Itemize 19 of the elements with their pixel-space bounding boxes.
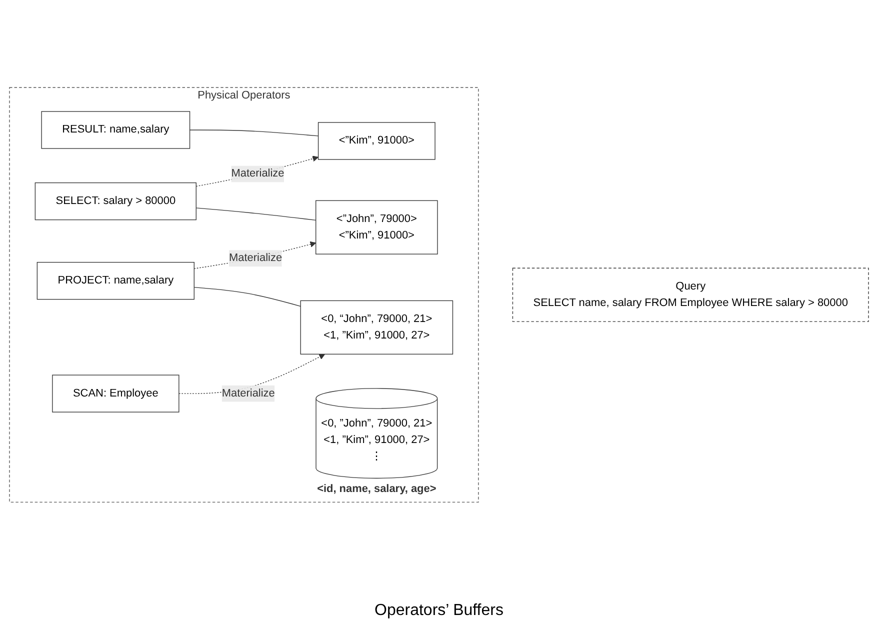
- arrow: [194, 242, 316, 270]
- node-box: [316, 200, 438, 255]
- table-schema-caption: <id, name, salary, age>: [317, 483, 436, 496]
- node-box: [300, 300, 454, 355]
- edge-label: Materialize: [231, 168, 284, 180]
- cluster: [9, 87, 479, 503]
- node-box: [52, 374, 180, 413]
- node-box: [318, 122, 436, 160]
- connector: [194, 287, 301, 307]
- node-box: [34, 182, 196, 220]
- caption-text: Operators’ Buffers: [374, 602, 504, 619]
- edge-label: Materialize: [229, 252, 282, 264]
- connector: [189, 130, 319, 136]
- node-box: [512, 268, 869, 322]
- connector: [196, 208, 316, 221]
- node-box: [36, 262, 194, 300]
- node-box: [41, 111, 190, 149]
- edge-label: Materialize: [222, 388, 275, 400]
- arrow: [196, 156, 319, 187]
